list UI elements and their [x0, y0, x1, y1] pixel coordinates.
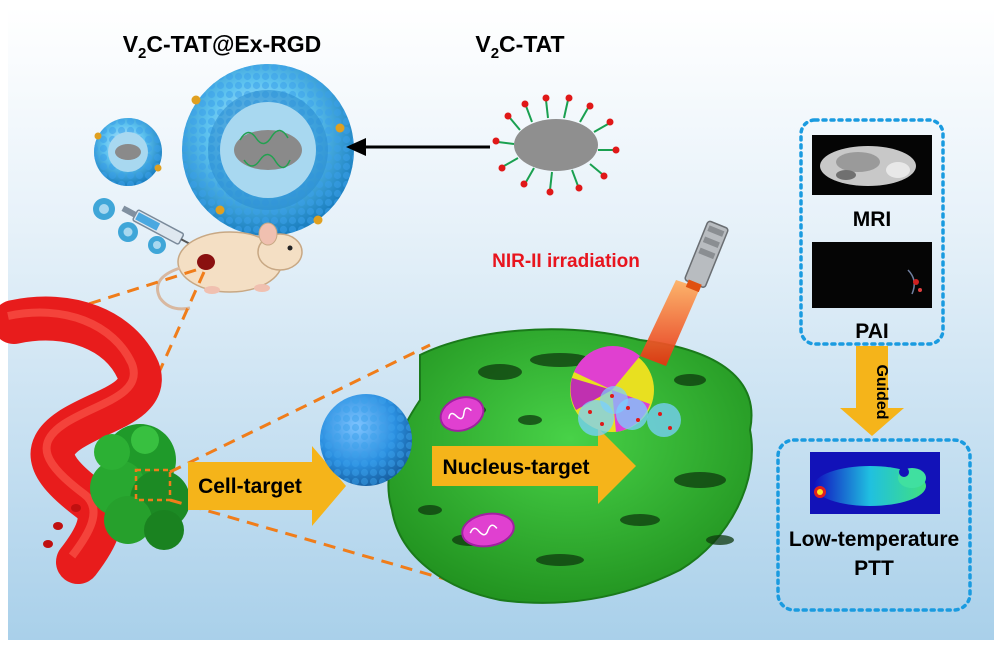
- liposome-icon: [182, 64, 354, 236]
- guided-label: Guided: [873, 364, 890, 419]
- pai-label: PAI: [855, 320, 888, 343]
- label-v2c-tat: V2C-TAT: [475, 31, 564, 62]
- mouse-icon: [156, 222, 303, 311]
- zoom-lines-mouse: [21, 268, 206, 389]
- pai-image: [812, 242, 932, 308]
- nir-irradiation-label: NIR-II irradiation: [492, 251, 640, 272]
- vesicles: [93, 198, 166, 254]
- exosome-sphere-icon: [320, 394, 412, 486]
- mri-image: [812, 135, 932, 195]
- thermal-image: [810, 452, 940, 514]
- ptt-label-line1: Low-temperature: [789, 528, 959, 551]
- blood-vessel-icon: [0, 296, 162, 584]
- ptt-panel: Low-temperature PTT: [776, 438, 972, 612]
- nucleus-icon: [570, 346, 681, 437]
- mitochondria-icon: [439, 396, 515, 548]
- small-liposome-icon: [94, 118, 162, 186]
- ptt-dotted-box: [776, 438, 972, 612]
- loading-arrow: [346, 138, 490, 156]
- laser-icon: [640, 220, 729, 366]
- cell-target-label: Cell-target: [198, 475, 302, 498]
- nucleus-target-label: Nucleus-target: [442, 456, 589, 479]
- zoom-lines-tumor: [169, 343, 491, 594]
- nanosheet-icon: [492, 94, 620, 196]
- imaging-dotted-box: [799, 118, 945, 346]
- ptt-label-line2: PTT: [854, 557, 894, 580]
- imaging-panel: MRI PAI: [799, 118, 945, 346]
- tumor-icon: [90, 424, 190, 550]
- cell-target-arrow: Cell-target: [188, 446, 346, 526]
- nucleus-target-arrow: Nucleus-target: [432, 428, 636, 504]
- mri-label: MRI: [853, 208, 892, 231]
- guided-arrow: Guided: [840, 346, 904, 436]
- nanoparticle-cluster: [578, 386, 681, 437]
- label-v2c-tat-ex-rgd: V2C-TAT@Ex-RGD: [123, 31, 322, 62]
